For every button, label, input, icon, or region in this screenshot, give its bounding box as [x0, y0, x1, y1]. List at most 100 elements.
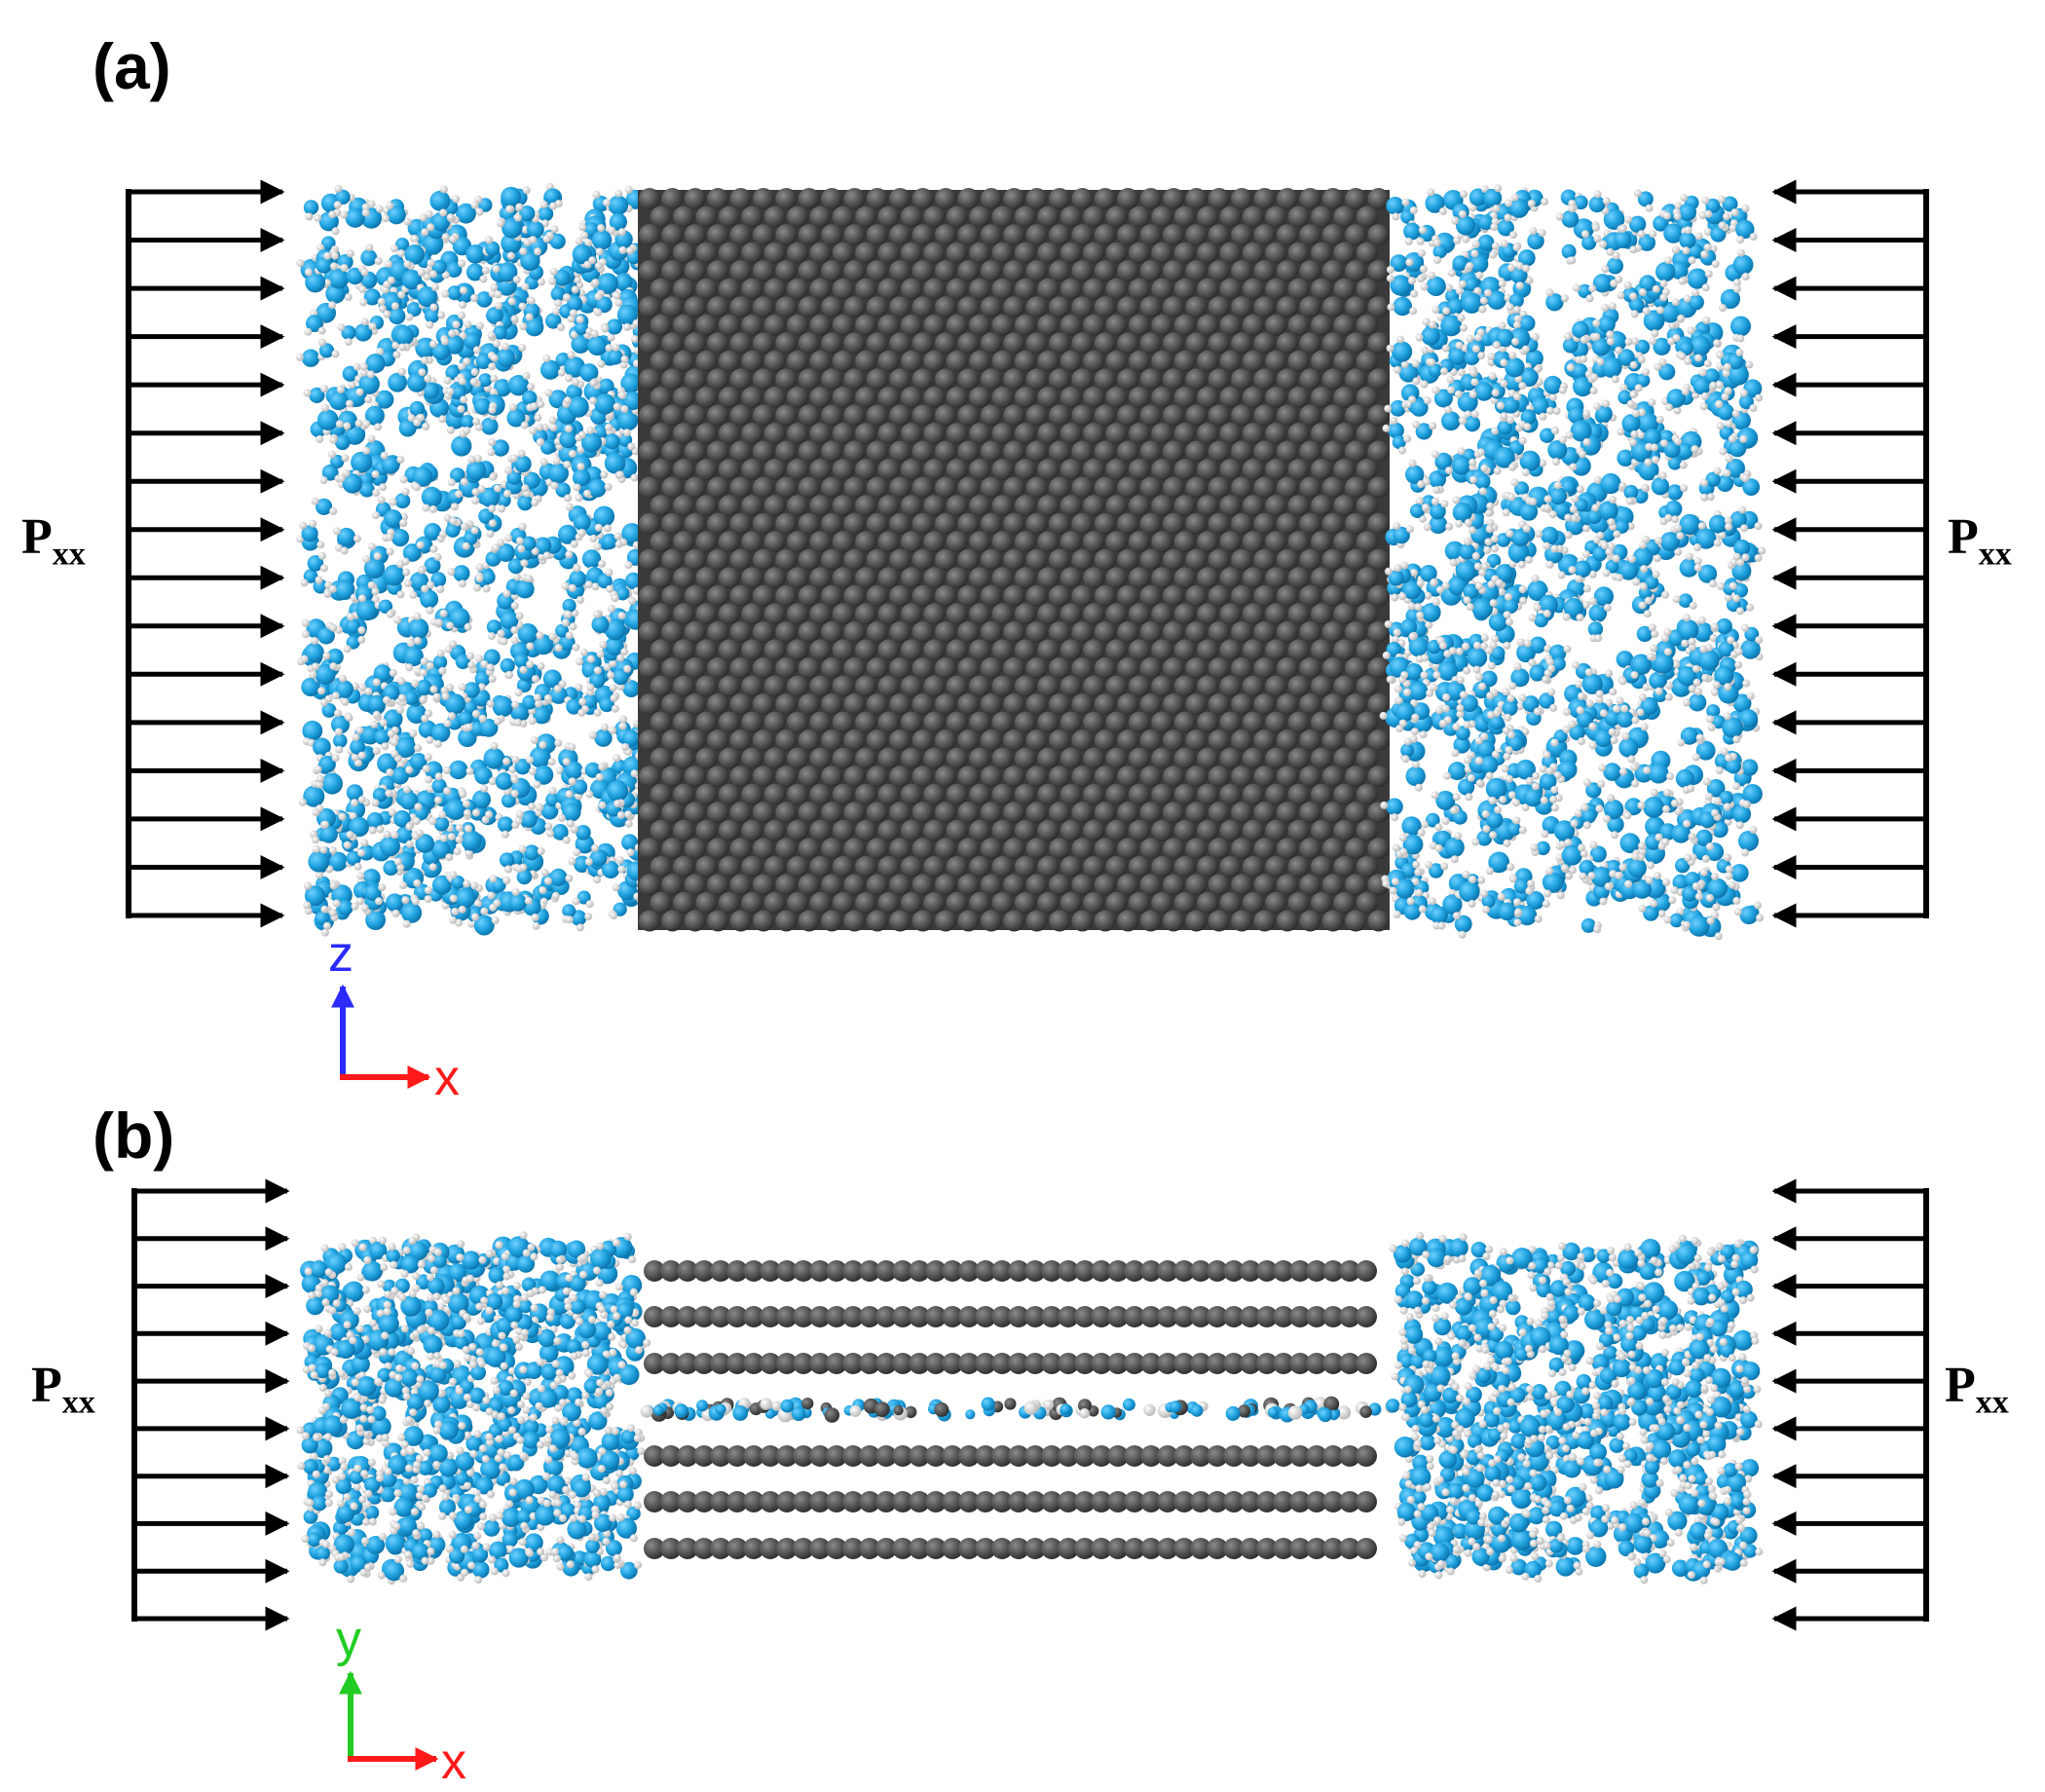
- hydrogen-atom: [1653, 554, 1661, 563]
- carbon-atom: [695, 639, 718, 661]
- carbon-atom: [1015, 711, 1036, 733]
- hydrogen-atom: [515, 612, 524, 620]
- carbon-atom: [741, 891, 763, 914]
- carbon-atom: [1083, 639, 1105, 661]
- carbon-atom: [729, 404, 752, 427]
- carbon-atom: [1163, 512, 1185, 535]
- oxygen-atom: [515, 579, 535, 599]
- carbon-atom: [1015, 891, 1036, 914]
- carbon-atom: [843, 476, 866, 499]
- hydrogen-atom: [554, 644, 563, 653]
- carbon-atom: [639, 620, 660, 643]
- carbon-atom: [1367, 693, 1390, 715]
- hydrogen-atom: [505, 670, 514, 679]
- hydrogen-atom: [296, 259, 305, 268]
- hydrogen-atom: [438, 810, 447, 819]
- hydrogen-atom: [494, 717, 502, 726]
- oxygen-atom: [538, 205, 554, 222]
- carbon-atom: [969, 675, 991, 697]
- hydrogen-atom: [376, 825, 385, 834]
- pressure-subscript: xx: [1975, 1384, 2009, 1421]
- carbon-atom: [1321, 802, 1344, 824]
- hydrogen-atom: [527, 803, 536, 811]
- hydrogen-atom: [548, 632, 557, 641]
- carbon-atom: [639, 296, 660, 318]
- carbon-atom: [1105, 891, 1128, 914]
- carbon-atom: [695, 747, 718, 769]
- carbon-atom: [1060, 350, 1082, 372]
- carbon-atom: [1242, 242, 1264, 264]
- carbon-atom: [798, 404, 820, 427]
- carbon-atom: [1049, 512, 1071, 535]
- carbon-atom: [843, 910, 866, 932]
- carbon-atom: [673, 819, 695, 841]
- hydrogen-atom: [427, 259, 435, 268]
- carbon-atom: [1299, 260, 1321, 282]
- hydrogen-atom: [1518, 585, 1527, 594]
- carbon-atom: [1071, 188, 1094, 209]
- carbon-atom: [1219, 495, 1242, 517]
- hydrogen-atom: [521, 282, 530, 291]
- hydrogen-atom: [486, 699, 495, 708]
- carbon-atom: [901, 531, 922, 553]
- carbon-atom: [1163, 440, 1185, 463]
- hydrogen-atom: [341, 697, 350, 706]
- carbon-atom: [957, 584, 980, 607]
- carbon-atom: [1265, 495, 1287, 517]
- hydrogen-atom: [1543, 889, 1552, 898]
- hydrogen-atom: [346, 249, 354, 258]
- carbon-atom: [1277, 512, 1298, 535]
- hydrogen-atom: [1582, 409, 1591, 418]
- hydrogen-atom: [1440, 862, 1449, 871]
- carbon-atom: [1367, 296, 1390, 318]
- carbon-atom: [1197, 278, 1219, 300]
- carbon-atom: [684, 260, 706, 282]
- hydrogen-atom: [612, 343, 620, 352]
- carbon-atom: [911, 584, 934, 607]
- carbon-atom: [809, 242, 832, 264]
- hydrogen-atom: [568, 857, 576, 866]
- carbon-atom: [980, 188, 1002, 209]
- hydrogen-atom: [491, 916, 500, 925]
- carbon-atom: [1049, 296, 1071, 318]
- hydrogen-atom: [1640, 723, 1649, 731]
- carbon-atom: [763, 855, 786, 877]
- hydrogen-atom: [1400, 561, 1409, 570]
- carbon-atom: [1253, 620, 1276, 643]
- carbon-atom: [695, 314, 718, 336]
- carbon-atom: [1265, 205, 1287, 228]
- carbon-atom: [1311, 639, 1333, 661]
- carbon-atom: [1129, 459, 1150, 480]
- hydrogen-atom: [1670, 799, 1679, 807]
- hydrogen-atom: [1545, 867, 1554, 876]
- hydrogen-atom: [543, 877, 552, 885]
- hydrogen-atom: [414, 744, 423, 753]
- carbon-atom: [911, 620, 934, 643]
- hydrogen-atom: [564, 494, 573, 503]
- carbon-atom: [935, 584, 957, 607]
- hydrogen-atom: [411, 679, 420, 688]
- carbon-atom: [1287, 459, 1310, 480]
- carbon-atom: [1071, 802, 1094, 824]
- hydrogen-atom: [355, 388, 364, 396]
- oxygen-atom: [380, 836, 400, 857]
- carbon-atom: [1071, 440, 1094, 463]
- carbon-atom: [1219, 819, 1242, 841]
- hydrogen-atom: [320, 385, 329, 393]
- carbon-atom: [1139, 440, 1162, 463]
- hydrogen-atom: [471, 497, 480, 504]
- hydrogen-atom: [518, 844, 527, 853]
- hydrogen-atom: [543, 693, 552, 702]
- carbon-atom: [1253, 476, 1276, 499]
- carbon-atom: [1083, 423, 1105, 444]
- carbon-atom: [923, 819, 946, 841]
- carbon-atom: [1277, 620, 1298, 643]
- carbon-atom: [1163, 260, 1185, 282]
- carbon-atom: [1060, 603, 1082, 625]
- hydrogen-atom: [1428, 897, 1436, 906]
- carbon-atom: [843, 440, 866, 463]
- carbon-atom: [855, 495, 877, 517]
- carbon-atom: [650, 603, 672, 625]
- carbon-atom: [911, 765, 934, 788]
- carbon-atom: [1185, 368, 1208, 391]
